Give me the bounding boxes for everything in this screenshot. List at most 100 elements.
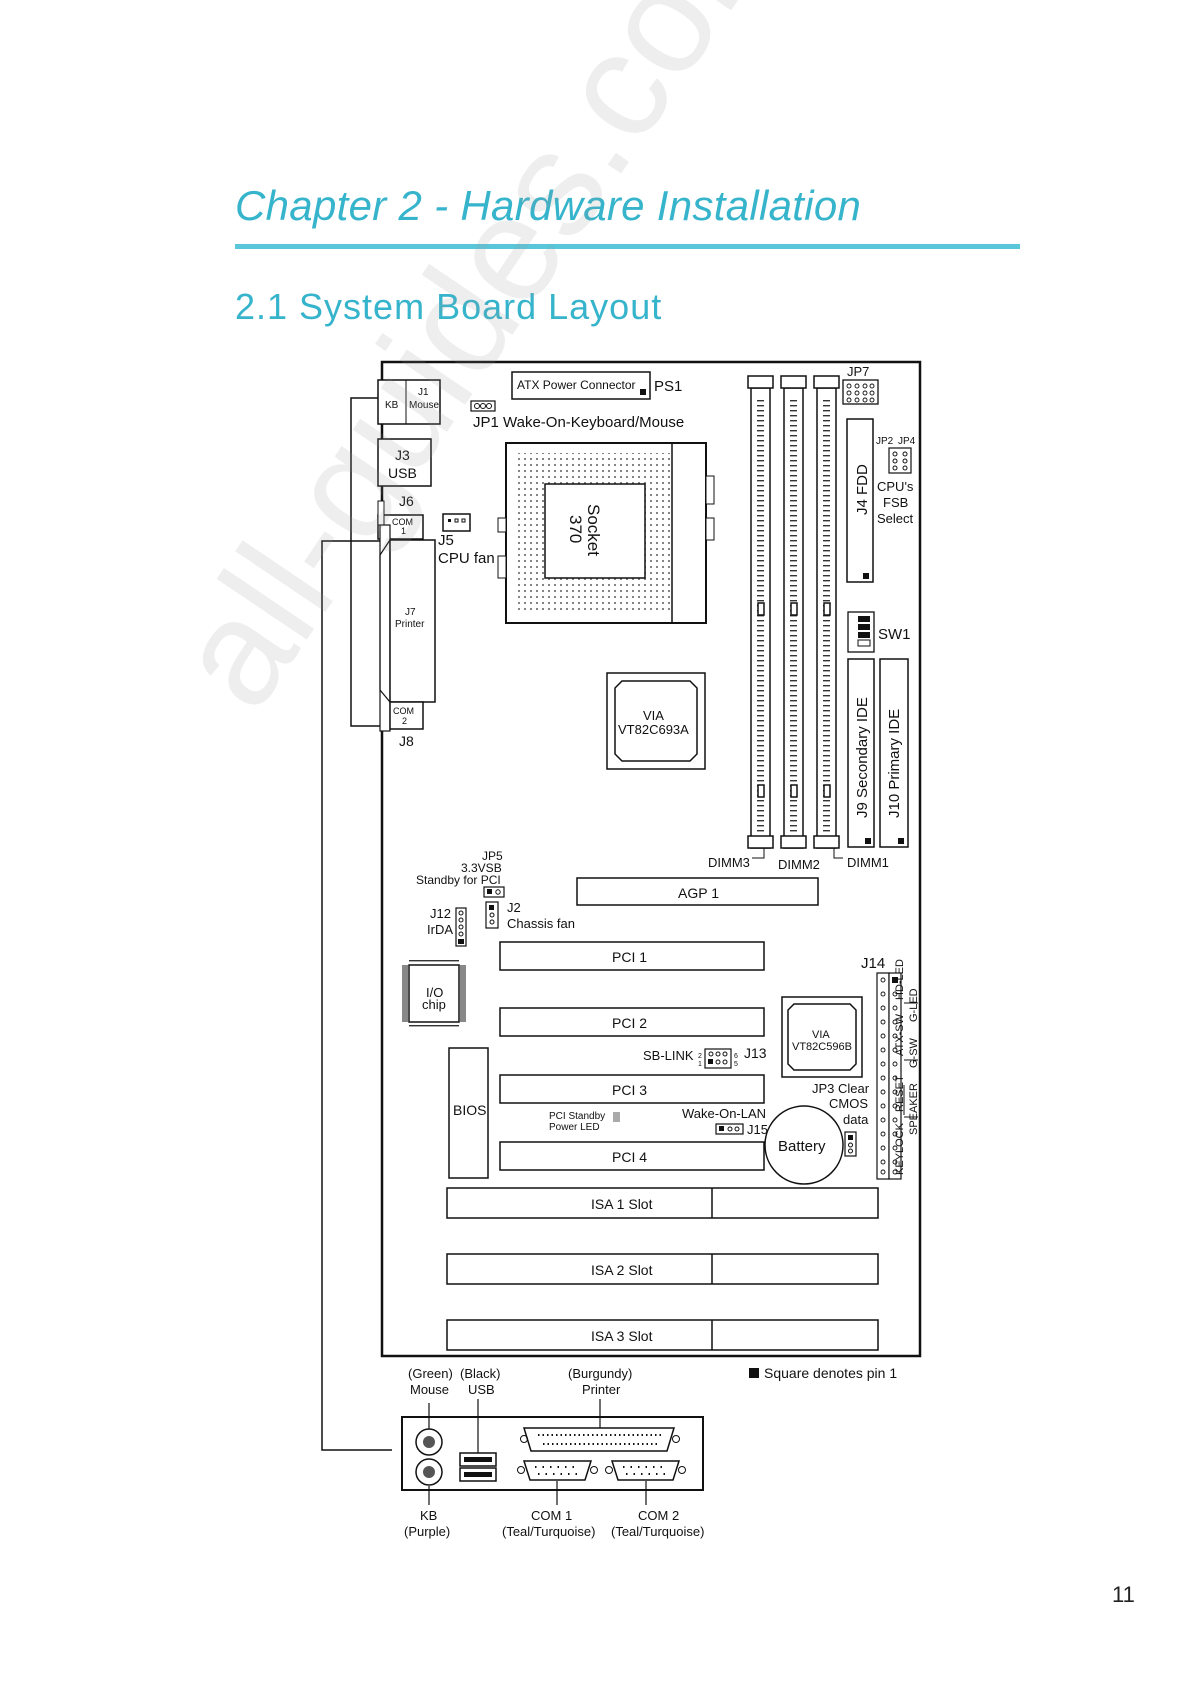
j14-label: J14 (861, 955, 885, 972)
bp-com1-color: (Teal/Turquoise) (502, 1524, 595, 1539)
via1-line1: VIA (643, 708, 664, 723)
com2-port (605, 1460, 686, 1481)
via-northbridge-chip (606, 672, 706, 770)
pci1-slot (499, 941, 765, 971)
j2-label: J2 (507, 900, 521, 915)
j3-label: J3 (395, 447, 410, 463)
agp-slot (576, 877, 819, 906)
bios-label: BIOS (453, 1102, 486, 1118)
pci2-slot (499, 1007, 765, 1037)
parallel-printer-port (520, 1427, 680, 1452)
section-title: 2.1 System Board Layout (235, 286, 663, 327)
j13-pin6-label: 6 (734, 1053, 738, 1060)
j9-label: J9 Secondary IDE (854, 697, 871, 818)
bios-chip (448, 1047, 489, 1179)
pci4-label: PCI 4 (612, 1149, 647, 1165)
j8-label: J8 (399, 733, 414, 749)
j10-primary-ide (879, 658, 909, 848)
bp-usb-color: (Black) (460, 1366, 500, 1381)
jp4-label: JP4 (898, 436, 916, 447)
cpu-fan-label: CPU fan (438, 550, 495, 567)
dimm1-label: DIMM1 (847, 855, 889, 870)
g-sw-label: G-SW (908, 1037, 920, 1068)
kb-label: KB (385, 400, 399, 411)
j9-secondary-ide (847, 658, 875, 848)
board-outline (380, 360, 922, 1358)
pci4-slot (499, 1141, 765, 1171)
com1-num-label: 1 (401, 526, 406, 536)
irda-label: IrDA (427, 922, 453, 937)
isa1-label: ISA 1 Slot (591, 1196, 653, 1212)
keylock-label: KEYLOCK (894, 1122, 906, 1175)
socket-num-label: 370 (566, 515, 585, 543)
hd-led-label: HD-LED (894, 959, 906, 1000)
j13-pin2-label: 2 (698, 1053, 702, 1060)
pci3-label: PCI 3 (612, 1082, 647, 1098)
page-number: 11 (1112, 1582, 1135, 1607)
battery-label: Battery (778, 1138, 826, 1155)
j10-label: J10 Primary IDE (886, 709, 903, 818)
jp7-label: JP7 (847, 364, 869, 379)
title-rule (235, 244, 1020, 249)
pci-standby-led (613, 1112, 620, 1122)
wake-on-lan-label: Wake-On-LAN (682, 1106, 766, 1121)
chassis-fan-label: Chassis fan (507, 916, 575, 931)
atx-power-connector (511, 371, 651, 400)
io-chip-label-2: chip (422, 997, 446, 1012)
bp-mouse-color: (Green) (408, 1366, 453, 1381)
sb-link-label: SB-LINK (643, 1048, 694, 1063)
j3-usb-connector (377, 438, 432, 487)
connector-bracket (321, 397, 392, 1451)
isa1-slot (446, 1187, 879, 1219)
jp5-sub-label: 3.3VSB (461, 861, 502, 875)
isa3-label: ISA 3 Slot (591, 1328, 653, 1344)
isa3-slot (446, 1319, 879, 1351)
dimm2-label: DIMM2 (778, 857, 820, 872)
reset-label: RESET (894, 1075, 906, 1112)
j7-printer-connector (389, 539, 436, 703)
isa2-label: ISA 2 Slot (591, 1262, 653, 1278)
io-chip (408, 964, 460, 1023)
via2-line2: VT82C596B (792, 1041, 852, 1053)
jp7-header (842, 379, 879, 405)
g-led-label: G-LED (908, 988, 920, 1022)
atx-power-label: ATX Power Connector (517, 378, 636, 392)
pci-standby-label-1: PCI Standby (549, 1111, 605, 1122)
j15-label: J15 (747, 1122, 768, 1137)
bp-com1-label: COM 1 (531, 1508, 572, 1523)
cpu-fsb-label-2: FSB (883, 495, 908, 510)
j5-label: J5 (438, 532, 454, 549)
j4-fdd-label: J4 FDD (854, 464, 871, 515)
j1-mouse-label: Mouse (409, 400, 439, 411)
jp3-label-3: data (843, 1112, 869, 1127)
ps2-mouse-port (415, 1428, 443, 1456)
printer-label: Printer (395, 619, 425, 630)
pci1-label: PCI 1 (612, 949, 647, 965)
com2-header (389, 701, 424, 730)
bp-kb-label: KB (420, 1508, 437, 1523)
bp-kb-color: (Purple) (404, 1524, 450, 1539)
agp1-label: AGP 1 (678, 885, 719, 901)
com2-num-label: 2 (402, 716, 407, 726)
j15-wake-on-lan-header (715, 1123, 744, 1135)
j4-fdd-connector (846, 418, 874, 583)
dimm3-label: DIMM3 (708, 855, 750, 870)
pci-standby-label-2: Power LED (549, 1122, 600, 1133)
bp-printer-label: Printer (582, 1382, 621, 1397)
jp5-desc-label: Standby for PCI (416, 873, 501, 887)
j12-label: J12 (430, 906, 451, 921)
com1-label: COM (392, 517, 413, 527)
cmos-battery (764, 1105, 844, 1185)
bp-usb-label: USB (468, 1382, 495, 1397)
j1-label: J1 (418, 387, 429, 398)
chapter-title: Chapter 2 - Hardware Installation (235, 182, 862, 229)
jp1-label: JP1 Wake-On-Keyboard/Mouse (473, 414, 684, 431)
pin1-square-icon (749, 1368, 759, 1378)
j13-pin5-label: 5 (734, 1061, 738, 1068)
com1-port (517, 1460, 598, 1481)
jp1-jumper (470, 400, 496, 412)
jp5-jumper (483, 886, 505, 898)
bp-mouse-label: Mouse (410, 1382, 449, 1397)
cpu-fsb-label-1: CPU's (877, 479, 914, 494)
